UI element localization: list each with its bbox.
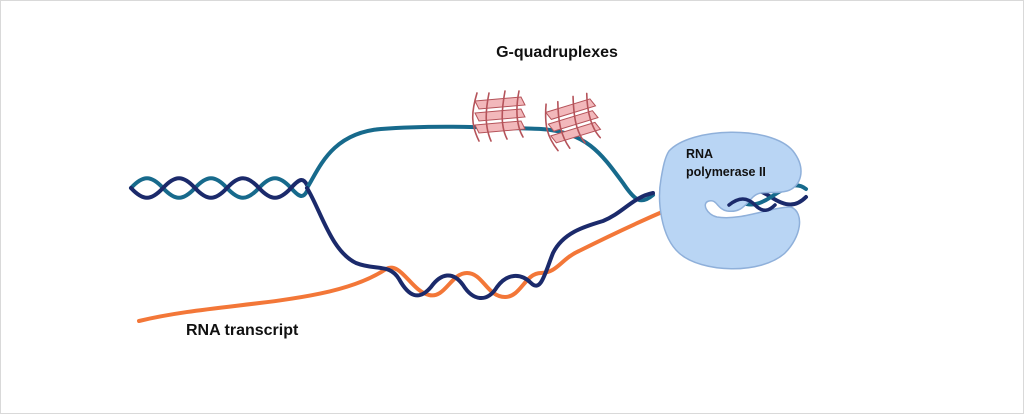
rna-transcript-label: RNA transcript bbox=[186, 322, 299, 339]
polymerase-label-line2: polymerase II bbox=[686, 165, 766, 179]
polymerase-label-line1: RNA bbox=[686, 147, 713, 161]
dna-helix-template-strand bbox=[129, 176, 309, 200]
g-quadruplex-2 bbox=[544, 92, 602, 152]
g-quadruplexes-label: G-quadruplexes bbox=[496, 44, 618, 61]
template-strand bbox=[305, 186, 655, 300]
rna-transcript-strand bbox=[137, 207, 671, 323]
rna-polymerase-ii bbox=[658, 131, 802, 270]
dna-in-polymerase-cleft bbox=[727, 197, 777, 212]
g-quadruplex-1 bbox=[471, 90, 526, 142]
coding-strand bbox=[305, 124, 655, 203]
